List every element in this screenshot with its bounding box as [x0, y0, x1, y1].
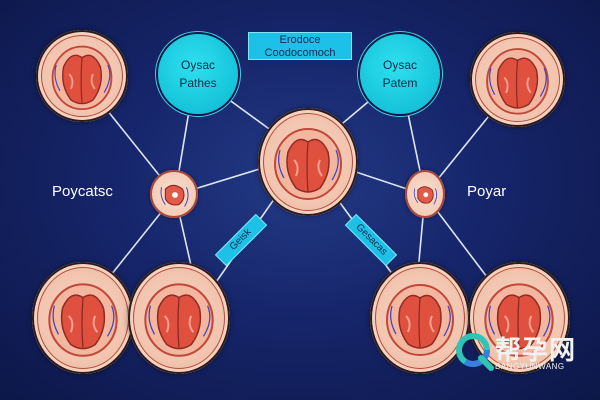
- title-tag: Erodoce Coodocomoch: [248, 32, 352, 60]
- title-tag-text: Erodoce Coodocomoch: [264, 34, 336, 59]
- cell-top-right: [470, 32, 565, 127]
- watermark: 帮孕网 BANGYUNWANG: [455, 330, 585, 375]
- label-left: Poycatsc: [52, 183, 113, 200]
- label-right: Poyar: [467, 183, 507, 200]
- node-small-left: [150, 170, 198, 218]
- cell-center: [258, 108, 358, 216]
- cell-bottom-center-left: [128, 262, 230, 374]
- bubble-right: Oysac Patem: [360, 34, 440, 114]
- bubble-right-line1: Oysac: [382, 58, 417, 72]
- watermark-subtext: BANGYUNWANG: [495, 362, 565, 371]
- bubble-left-line1: Oysac: [180, 58, 215, 72]
- watermark-logo-icon: [456, 333, 494, 371]
- bubble-left: Oysac Pathes: [158, 34, 238, 114]
- bubble-right-line2: Patem: [382, 76, 418, 90]
- cell-top-left: [36, 30, 128, 122]
- node-small-right: [405, 170, 445, 218]
- cell-bottom-right: [468, 262, 570, 374]
- cell-bottom-center-right: [370, 262, 470, 374]
- bubble-left-line2: Pathes: [179, 76, 217, 90]
- watermark-text: 帮孕网: [495, 336, 577, 366]
- cell-bottom-left: [32, 262, 134, 374]
